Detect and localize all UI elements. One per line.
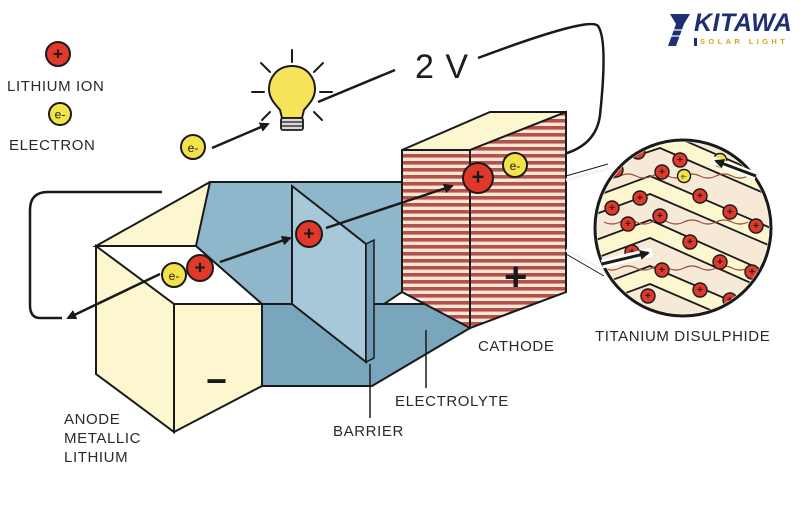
ion-symbol: + [749, 267, 755, 278]
zoom-ion-6: + [722, 204, 738, 220]
zoom-ion-7: + [748, 218, 764, 234]
zoom-ion-1: + [654, 164, 670, 180]
ion-symbol: + [645, 291, 651, 302]
ion-symbol: + [625, 219, 631, 230]
zoom-ion-8: + [682, 234, 698, 250]
circuit-wire-top [211, 122, 270, 150]
negative-terminal: − [206, 360, 227, 401]
legend-electron-label: ELECTRON [9, 137, 96, 154]
particles-layer: e-e- + + + e- [161, 134, 528, 288]
zoom-ion-15: + [640, 288, 656, 304]
ion-symbol: + [753, 221, 759, 232]
zoom-electron-0: e- [676, 168, 692, 184]
zoom-ion-12: + [654, 262, 670, 278]
electron-symbol: e- [169, 269, 180, 283]
ion-symbol: + [609, 203, 615, 214]
logo-brand: KITAWA [694, 9, 793, 37]
ion-symbol: + [637, 193, 643, 204]
cathode-ion: + [462, 162, 494, 194]
circuit-wire [28, 190, 162, 320]
legend-electron-symbol: e- [55, 108, 66, 122]
ion-symbol: + [659, 265, 665, 276]
logo-tagline: SOLAR LIGHT [700, 37, 789, 46]
titanium-disulphide-label: TITANIUM DISULPHIDE [595, 328, 771, 345]
legend-ion-label: LITHIUM ION [7, 78, 105, 95]
electron-symbol: e- [739, 152, 745, 159]
electrolyte-label: ELECTROLYTE [395, 393, 509, 410]
ion-symbol: + [472, 164, 485, 189]
anode-ion: + [186, 254, 214, 282]
legend-ion-symbol: + [53, 45, 63, 64]
anode-electron: e- [161, 262, 187, 288]
anode-label: ANODE METALLIC LITHIUM [64, 411, 142, 466]
logo-mark-icon [668, 14, 690, 46]
legend-ion-icon: + [45, 41, 71, 67]
zoom-ion-9: + [712, 254, 728, 270]
ion-symbol: + [697, 191, 703, 202]
legend-electron-icon: e- [48, 102, 72, 126]
barrier-ion: + [295, 220, 323, 248]
ion-symbol: + [194, 256, 205, 277]
zoom-connector [565, 166, 611, 274]
electron-symbol: e- [510, 159, 521, 173]
positive-terminal: + [504, 255, 527, 299]
ion-arrow-anode [66, 272, 161, 320]
logo-accent-bar [694, 38, 697, 46]
ion-symbol: + [687, 237, 693, 248]
zoom-connector-outline [565, 163, 609, 277]
ion-symbol: + [677, 155, 683, 166]
zoom-arrow-ion-line [601, 249, 650, 266]
cathode-side [469, 110, 567, 330]
cathode-front [401, 149, 471, 330]
ion-symbol: + [659, 167, 665, 178]
ion-symbol: + [657, 211, 663, 222]
ion-symbol: + [717, 257, 723, 268]
barrier-label: BARRIER [333, 423, 404, 440]
zoom-ion-16: + [604, 200, 620, 216]
zoom-ion-17: + [672, 152, 688, 168]
ion-symbol: + [727, 207, 733, 218]
battery-box [92, 110, 567, 434]
ion-arrow-electrolyte [219, 235, 292, 264]
zoom-ion-2: + [632, 190, 648, 206]
cathode-electron: e- [502, 152, 528, 178]
ion-arrow-barrier [325, 183, 454, 230]
ion-symbol: + [697, 285, 703, 296]
cathode-label: CATHODE [478, 338, 555, 355]
electron-symbol: e- [681, 174, 687, 181]
voltage-label: 2 V [415, 48, 470, 86]
light-bulb-icon [251, 49, 333, 131]
zoom-ion-5: + [692, 188, 708, 204]
ion-symbol: + [303, 222, 314, 243]
circuit-wire-right [317, 22, 605, 156]
zoom-ion-4: + [652, 208, 668, 224]
zoom-arrow-electron-line [714, 159, 757, 178]
zoom-ion-13: + [692, 282, 708, 298]
barrier-edge [365, 238, 375, 364]
zoom-circle: +++++++++++++++++++e-e-e- [593, 138, 773, 318]
wire-electron: e- [180, 134, 206, 160]
electron-symbol: e- [188, 141, 199, 155]
zoom-ion-3: + [620, 216, 636, 232]
